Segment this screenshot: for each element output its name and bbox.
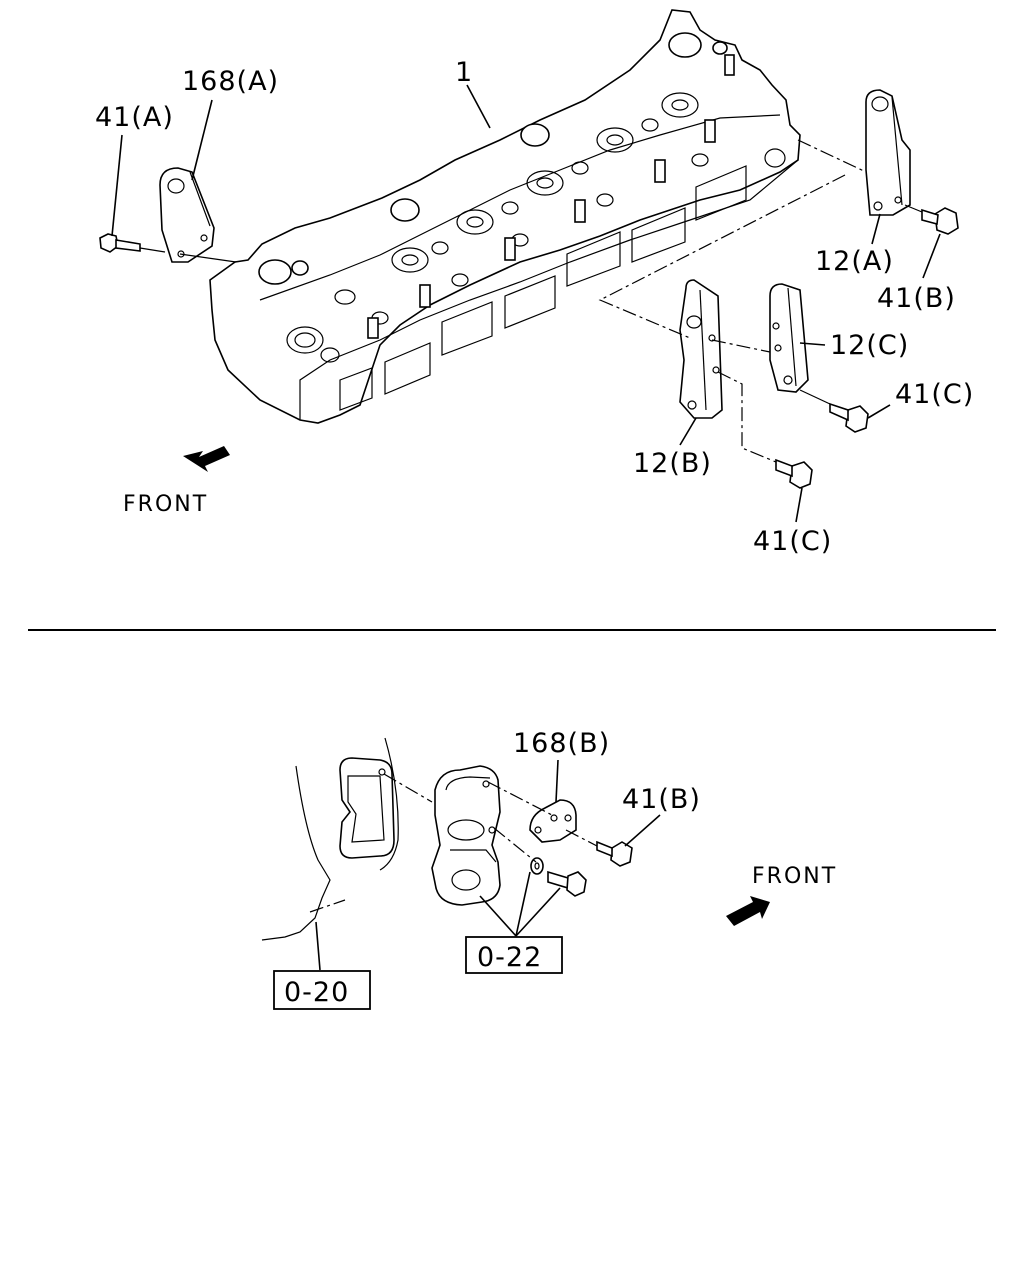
label-front-top: FRONT bbox=[123, 492, 208, 517]
ref-box-020[interactable] bbox=[273, 970, 371, 1010]
bracket-12b bbox=[679, 279, 723, 419]
ref-box-022[interactable] bbox=[465, 936, 563, 974]
label-part-41c-right: 41(C) bbox=[895, 379, 974, 410]
bolt-41a bbox=[99, 233, 237, 263]
cam-journals bbox=[258, 32, 728, 285]
label-part-12a: 12(A) bbox=[815, 246, 894, 277]
ref-label-020: 0-20 bbox=[284, 977, 349, 1008]
bolt-41c-right bbox=[799, 389, 869, 433]
label-part-1: 1 bbox=[455, 57, 473, 88]
bolt-41c-bottom bbox=[775, 458, 813, 489]
front-arrow-bottom bbox=[726, 896, 770, 926]
label-part-41b-bottom: 41(B) bbox=[622, 784, 701, 815]
leader-lines-top bbox=[111, 84, 941, 523]
side-ports bbox=[339, 165, 747, 411]
bolt-41b-bottom bbox=[596, 840, 633, 867]
bracket-12a bbox=[865, 89, 911, 216]
assembly-lines-top bbox=[598, 139, 867, 463]
washer bbox=[530, 857, 544, 875]
engine-mount-bracket bbox=[431, 765, 501, 906]
mount-bolt bbox=[547, 870, 587, 897]
leader-lines-bottom bbox=[315, 759, 661, 971]
cylinder-head bbox=[209, 9, 801, 424]
plate-168b bbox=[529, 799, 577, 843]
bracket-12c bbox=[769, 283, 809, 393]
bracket-168a bbox=[159, 167, 215, 263]
label-part-168a: 168(A) bbox=[182, 66, 279, 97]
engine-block-contour bbox=[261, 737, 399, 941]
label-part-168b: 168(B) bbox=[513, 728, 610, 759]
bolt-41b-top bbox=[904, 204, 959, 235]
label-part-41a: 41(A) bbox=[95, 102, 174, 133]
label-front-bottom: FRONT bbox=[752, 864, 837, 889]
ref-label-022: 0-22 bbox=[477, 942, 542, 973]
label-part-12b: 12(B) bbox=[633, 448, 712, 479]
front-arrow-top bbox=[183, 446, 230, 472]
assembly-lines-bottom bbox=[309, 773, 598, 913]
label-part-41c-bottom: 41(C) bbox=[753, 526, 832, 557]
label-part-41b-top: 41(B) bbox=[877, 283, 956, 314]
head-studs bbox=[367, 54, 735, 339]
label-part-12c: 12(C) bbox=[830, 330, 909, 361]
